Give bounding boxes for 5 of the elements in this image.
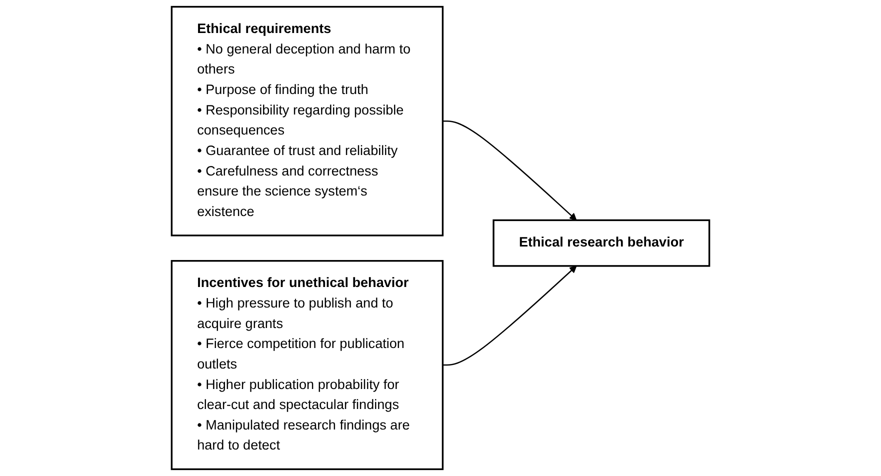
node-box: Incentives for unethical behavior • High pressure to publish and to acquire grants • Fierce competition for publication outlets • Higher publication probability for clear-cut and spectacular findings • Manipulated research findings are hard to detect <box>170 260 444 470</box>
node-box: Ethical requirements • No general deception and harm to others • Purpose of finding the truth • Responsibility regarding possible consequences • Guarantee of trust and reliability • Carefulness and correctness ensure the science system‘s existence <box>170 6 444 236</box>
arrow <box>442 266 577 366</box>
node-box: Ethical research behavior <box>492 219 710 267</box>
arrow <box>442 120 577 221</box>
